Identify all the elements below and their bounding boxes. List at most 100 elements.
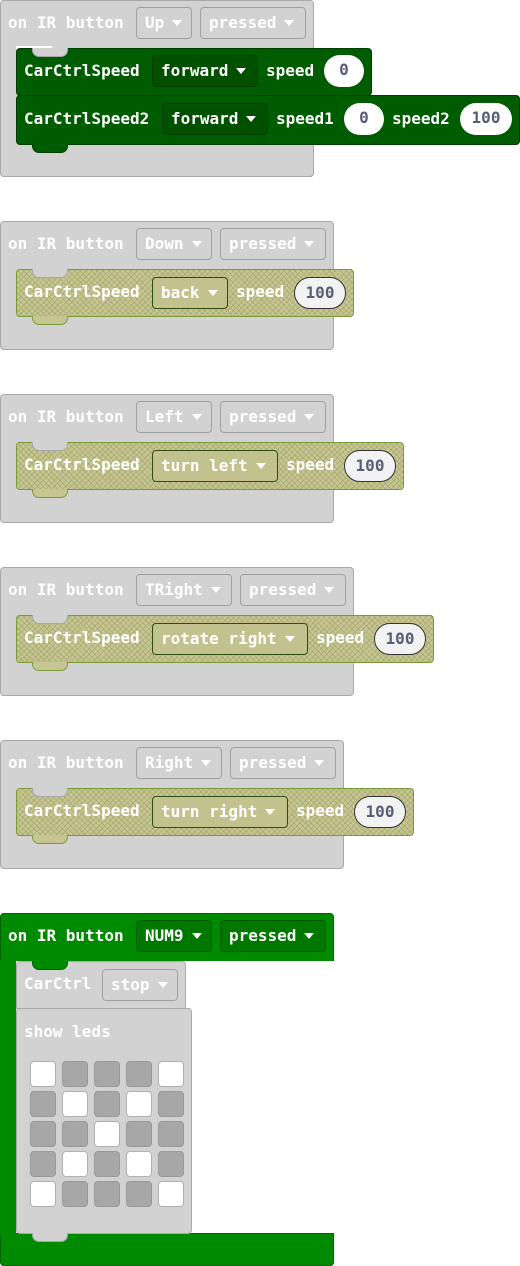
caret-down-icon: [191, 413, 202, 420]
led-3-1[interactable]: [62, 1151, 88, 1177]
led-4-1[interactable]: [62, 1181, 88, 1207]
direction-dropdown[interactable]: turn right: [152, 796, 288, 828]
caret-down-icon: [210, 586, 221, 593]
carctrl-dropdown[interactable]: stop: [102, 969, 178, 1001]
ir-button-dropdown[interactable]: Left: [136, 401, 212, 433]
led-3-3[interactable]: [126, 1151, 152, 1177]
ir-action-dropdown[interactable]: pressed: [200, 7, 306, 39]
dropdown-value: pressed: [229, 234, 297, 253]
speed-input[interactable]: 0: [324, 55, 364, 87]
block-label: CarCtrlSpeed: [24, 801, 140, 820]
block-side-bar: [0, 960, 16, 1235]
dropdown-value: back: [161, 283, 200, 302]
speed-label: speed: [296, 801, 345, 820]
dropdown-value: forward: [161, 61, 229, 80]
led-1-2[interactable]: [94, 1091, 120, 1117]
led-2-4[interactable]: [158, 1121, 184, 1147]
dropdown-value: TRight: [145, 580, 203, 599]
led-4-2[interactable]: [94, 1181, 120, 1207]
speed-input[interactable]: 100: [344, 450, 396, 482]
caret-down-icon: [284, 19, 295, 26]
caret-down-icon: [255, 462, 266, 469]
dropdown-value: rotate right: [161, 629, 277, 648]
led-0-3[interactable]: [126, 1061, 152, 1087]
event-label: on IR button: [8, 926, 124, 945]
direction-dropdown[interactable]: turn left: [152, 450, 278, 482]
ir-button-dropdown[interactable]: NUM9: [136, 920, 212, 952]
led-2-2[interactable]: [94, 1121, 120, 1147]
carctrlspeed2-block[interactable]: [16, 95, 520, 145]
caret-down-icon: [314, 759, 325, 766]
led-2-0[interactable]: [30, 1121, 56, 1147]
ir-button-dropdown[interactable]: TRight: [136, 574, 232, 606]
dropdown-value: turn right: [161, 802, 258, 821]
notch: [32, 269, 68, 278]
led-3-4[interactable]: [158, 1151, 184, 1177]
dropdown-value: pressed: [239, 753, 307, 772]
caret-down-icon: [324, 586, 335, 593]
led-1-1[interactable]: [62, 1091, 88, 1117]
notch: [32, 316, 68, 325]
block-label: CarCtrlSpeed: [24, 61, 140, 80]
led-0-0[interactable]: [30, 1061, 56, 1087]
direction-dropdown[interactable]: back: [152, 277, 228, 309]
direction-dropdown[interactable]: forward: [152, 55, 258, 87]
led-4-3[interactable]: [126, 1181, 152, 1207]
speed-input[interactable]: 100: [294, 277, 346, 309]
ir-action-dropdown[interactable]: pressed: [220, 228, 326, 260]
caret-down-icon: [157, 981, 168, 988]
event-label: on IR button: [8, 407, 124, 426]
caret-down-icon: [304, 413, 315, 420]
led-1-0[interactable]: [30, 1091, 56, 1117]
dropdown-value: stop: [111, 975, 150, 994]
dropdown-value: pressed: [249, 580, 317, 599]
ir-action-dropdown[interactable]: pressed: [220, 401, 326, 433]
led-1-3[interactable]: [126, 1091, 152, 1117]
caret-down-icon: [191, 240, 202, 247]
ir-button-dropdown[interactable]: Up: [136, 7, 192, 39]
caret-down-icon: [207, 289, 218, 296]
block-label: CarCtrlSpeed: [24, 455, 140, 474]
led-4-0[interactable]: [30, 1181, 56, 1207]
caret-down-icon: [265, 808, 276, 815]
speed-input[interactable]: 100: [354, 796, 406, 828]
led-3-2[interactable]: [94, 1151, 120, 1177]
led-0-4[interactable]: [158, 1061, 184, 1087]
led-2-1[interactable]: [62, 1121, 88, 1147]
dropdown-value: NUM9: [145, 926, 184, 945]
block-label: CarCtrlSpeed: [24, 628, 140, 647]
ir-button-dropdown[interactable]: Right: [136, 747, 222, 779]
led-0-1[interactable]: [62, 1061, 88, 1087]
notch: [32, 835, 68, 844]
dropdown-value: Left: [145, 407, 184, 426]
led-0-2[interactable]: [94, 1061, 120, 1087]
led-2-3[interactable]: [126, 1121, 152, 1147]
ir-action-dropdown[interactable]: pressed: [240, 574, 346, 606]
caret-down-icon: [236, 67, 247, 74]
speed2-input[interactable]: 100: [460, 103, 512, 135]
led-3-0[interactable]: [30, 1151, 56, 1177]
caret-down-icon: [304, 932, 315, 939]
direction-dropdown[interactable]: forward: [162, 103, 268, 135]
speed1-label: speed1: [276, 109, 334, 128]
notch: [32, 144, 68, 153]
dropdown-value: Down: [145, 234, 184, 253]
ir-action-dropdown[interactable]: pressed: [230, 747, 336, 779]
dropdown-value: pressed: [209, 13, 277, 32]
direction-dropdown[interactable]: rotate right: [152, 623, 308, 655]
notch: [32, 788, 68, 797]
ir-action-dropdown[interactable]: pressed: [220, 920, 326, 952]
ir-button-dropdown[interactable]: Down: [136, 228, 212, 260]
caret-down-icon: [172, 19, 183, 26]
speed2-label: speed2: [392, 109, 450, 128]
caret-down-icon: [284, 635, 295, 642]
speed1-input[interactable]: 0: [344, 103, 384, 135]
notch: [32, 442, 68, 451]
speed-input[interactable]: 100: [374, 623, 426, 655]
speed-label: speed: [266, 61, 315, 80]
dropdown-value: turn left: [161, 456, 248, 475]
led-1-4[interactable]: [158, 1091, 184, 1117]
led-4-4[interactable]: [158, 1181, 184, 1207]
block-label: show leds: [24, 1022, 111, 1041]
notch: [32, 48, 68, 57]
